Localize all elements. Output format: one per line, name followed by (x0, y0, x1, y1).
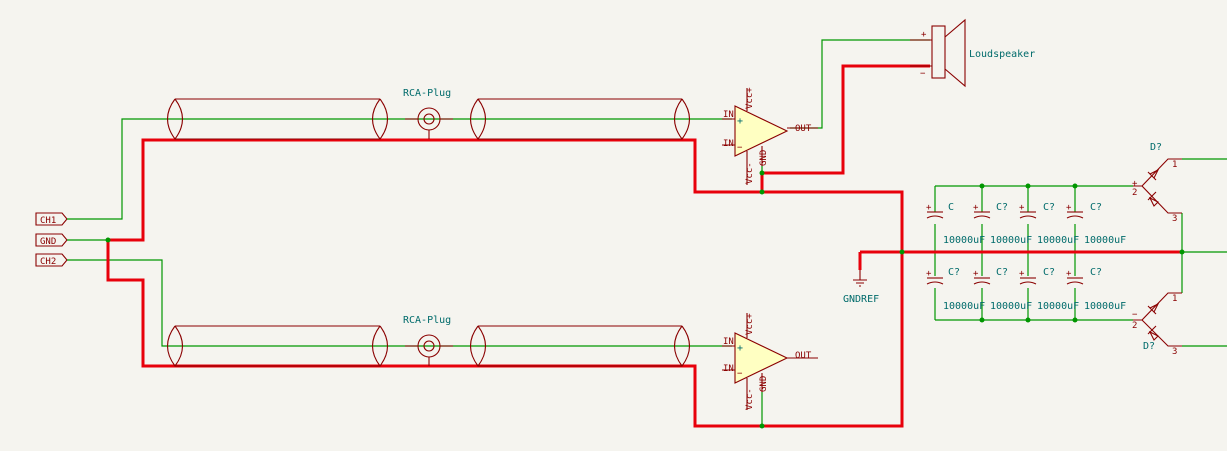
loudspeaker[interactable]: + − Loudspeaker (910, 18, 1035, 88)
wire-ch2 (67, 259, 732, 347)
cap-ref: C? (1043, 202, 1055, 213)
cable-top[interactable] (166, 98, 691, 140)
opamp-top-out-pin: OUT (795, 124, 812, 134)
rca-plug-top[interactable]: RCA-Plug (403, 88, 453, 139)
opamp-top-in-plus-pin: IN (723, 110, 734, 120)
svg-text:+: + (1019, 269, 1025, 279)
diode-bottom-pin3: 3 (1172, 347, 1177, 357)
svg-text:+: + (926, 203, 932, 213)
cap-value: 10000uF (1084, 235, 1126, 246)
svg-text:+: + (973, 203, 979, 213)
cable-bottom[interactable] (166, 325, 691, 367)
diode-bottom-sign: − (1132, 310, 1138, 320)
diode-top-pin2: 2 (1132, 188, 1137, 198)
cap-value: 10000uF (943, 235, 985, 246)
opamp-top-in-minus-pin: IN (723, 139, 734, 149)
wire-speaker-plus (790, 39, 930, 129)
hier-label-ch1-text: CH1 (40, 216, 56, 226)
opamp-top-gnd-pin: GND (759, 150, 769, 166)
diode-pair-bottom[interactable]: − 2 1 3 D? (1132, 292, 1182, 357)
capacitor-top-1[interactable]: + C 10000uF (926, 202, 985, 246)
cap-ref: C? (948, 267, 960, 278)
svg-text:+: + (926, 269, 932, 279)
loudspeaker-label: Loudspeaker (969, 49, 1035, 60)
opamp-bottom-vcc-minus-pin: Vcc- (745, 388, 755, 410)
opamp-bottom-in-minus-pin: IN (723, 364, 734, 374)
cap-value: 10000uF (990, 301, 1032, 312)
opamp-bottom-vcc-plus-pin: Vcc+ (745, 313, 755, 335)
cap-ref: C? (1090, 267, 1102, 278)
gndref-label: GNDREF (843, 294, 879, 305)
diode-top-pin1: 1 (1172, 160, 1177, 170)
junctions (105, 170, 1185, 429)
opamp-top-minus-sign: − (737, 143, 743, 153)
hier-label-ch2[interactable]: CH2 (35, 253, 68, 267)
capacitor-top-4[interactable]: + C? 10000uF (1066, 202, 1126, 246)
loudspeaker-minus-pin: − (920, 69, 926, 79)
hier-label-ch2-text: CH2 (40, 257, 56, 267)
hier-label-gnd-text: GND (40, 237, 56, 247)
cap-ref: C (948, 202, 954, 213)
cap-value: 10000uF (990, 235, 1032, 246)
opamp-bottom[interactable]: IN IN OUT + − Vcc+ Vcc- GND (722, 313, 818, 410)
rca-plug-bottom-label: RCA-Plug (403, 315, 451, 326)
rca-plug-bottom[interactable]: RCA-Plug (403, 315, 453, 366)
diode-top-pin3: 3 (1172, 214, 1177, 224)
opamp-bottom-out-pin: OUT (795, 351, 812, 361)
cap-value: 10000uF (1037, 301, 1079, 312)
opamp-top-vcc-minus-pin: Vcc- (745, 162, 755, 184)
hier-label-ch1[interactable]: CH1 (35, 212, 68, 226)
diode-bottom-pin1: 1 (1172, 294, 1177, 304)
cap-value: 10000uF (943, 301, 985, 312)
svg-text:+: + (1066, 269, 1072, 279)
cap-value: 10000uF (1084, 301, 1126, 312)
cap-ref: C? (1043, 267, 1055, 278)
opamp-bottom-in-plus-pin: IN (723, 337, 734, 347)
svg-text:+: + (1066, 203, 1072, 213)
diode-bottom-pin2: 2 (1132, 321, 1137, 331)
cap-ref: C? (996, 267, 1008, 278)
svg-text:+: + (973, 269, 979, 279)
ground-bus (106, 64, 1182, 428)
loudspeaker-plus-pin: + (921, 30, 927, 40)
diode-top-ref: D? (1150, 142, 1162, 153)
opamp-bottom-gnd-pin: GND (759, 376, 769, 392)
cap-ref: C? (996, 202, 1008, 213)
opamp-bottom-plus-sign: + (737, 343, 743, 354)
opamp-top-plus-sign: + (737, 116, 743, 127)
capacitor-top-3[interactable]: + C? 10000uF (1019, 202, 1079, 246)
capacitor-bottom-1[interactable]: + C? 10000uF (926, 267, 985, 312)
hier-label-gnd[interactable]: GND (35, 233, 68, 247)
diode-top-sign: + (1132, 179, 1138, 189)
capacitor-top-2[interactable]: + C? 10000uF (973, 202, 1032, 246)
diode-pair-top[interactable]: + 2 1 3 D? (1132, 142, 1182, 224)
gndref-symbol[interactable]: GNDREF (843, 270, 879, 305)
opamp-top[interactable]: IN IN OUT + − Vcc+ Vcc- GND (722, 87, 818, 185)
cap-ref: C? (1090, 202, 1102, 213)
bus-speaker-minus (762, 64, 930, 175)
capacitor-bottom-4[interactable]: + C? 10000uF (1066, 267, 1126, 312)
cap-value: 10000uF (1037, 235, 1079, 246)
signal-wires (67, 39, 1227, 428)
wire-ch1 (67, 118, 732, 220)
opamp-bottom-minus-sign: − (737, 369, 743, 379)
rca-plug-top-label: RCA-Plug (403, 88, 451, 99)
opamp-top-vcc-plus-pin: Vcc+ (745, 87, 755, 109)
capacitor-bottom-3[interactable]: + C? 10000uF (1019, 267, 1079, 312)
diode-bottom-ref: D? (1143, 341, 1155, 352)
capacitor-bottom-2[interactable]: + C? 10000uF (973, 267, 1032, 312)
svg-text:+: + (1019, 203, 1025, 213)
